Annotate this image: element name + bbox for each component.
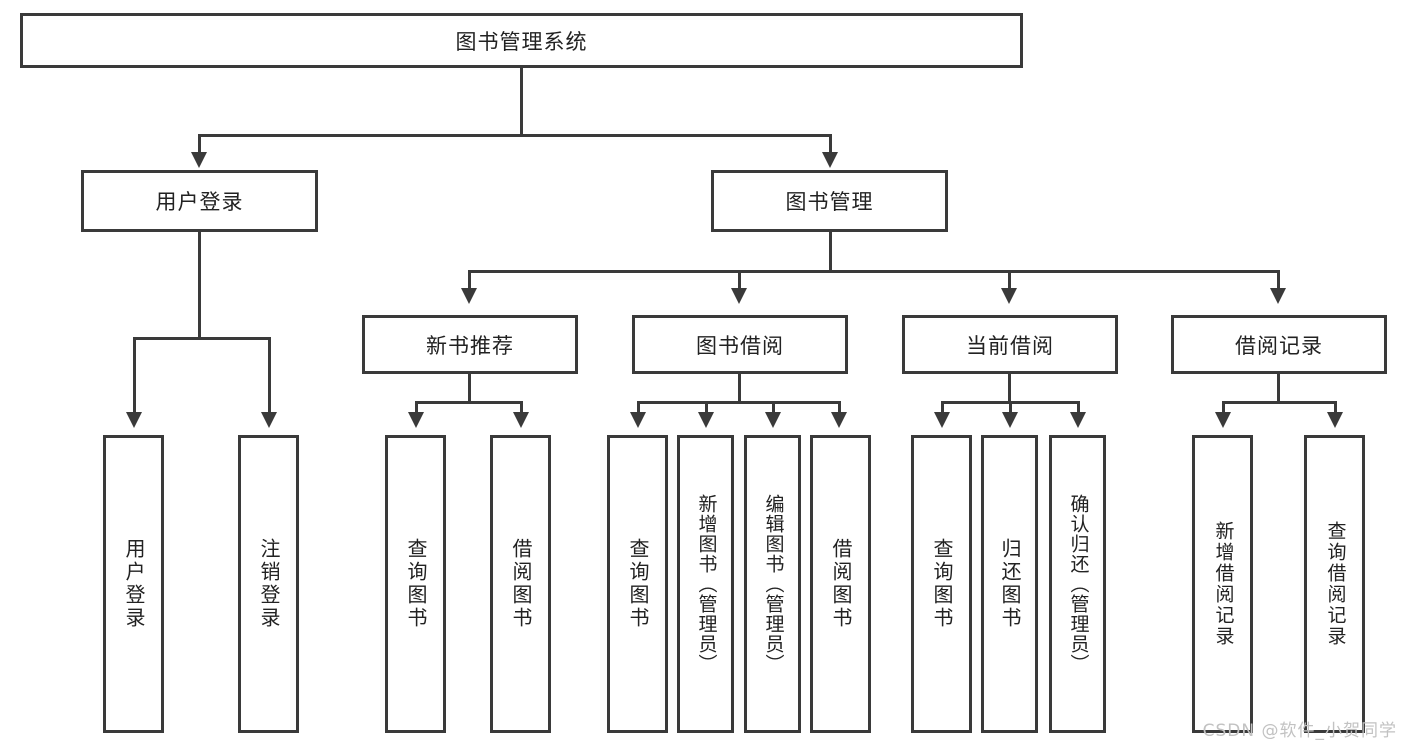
node-borrow-record[interactable]: 借阅记录	[1171, 315, 1387, 374]
arrow-newbook-to-leaf-1	[408, 412, 424, 428]
arrow-user-login-to-leaf-1	[126, 412, 142, 428]
connector-bm-to-borrow-record	[1277, 270, 1280, 292]
connector-newbook-to-leaf-1	[415, 401, 418, 415]
arrow-newbook-to-leaf-2	[513, 412, 529, 428]
arrow-br-to-leaf-2	[1327, 412, 1343, 428]
connector-user-login-stem	[198, 232, 201, 340]
leaf-new-book-query[interactable]: 查询图书	[385, 435, 446, 733]
connector-book-management-stem	[829, 232, 832, 272]
leaf-book-borrow-borrow[interactable]: 借阅图书	[810, 435, 871, 733]
arrow-bm-to-book-borrow	[731, 288, 747, 304]
node-label: 查询图书	[930, 538, 954, 630]
leaf-user-login-logout[interactable]: 注销登录	[238, 435, 299, 733]
node-new-book-recommend[interactable]: 新书推荐	[362, 315, 578, 374]
node-label: 注销登录	[257, 538, 281, 630]
connector-book-management-bar	[468, 270, 1280, 273]
arrow-user-login-to-leaf-2	[261, 412, 277, 428]
leaf-borrow-record-add[interactable]: 新增借阅记录	[1192, 435, 1253, 733]
connector-current-borrow-stem	[1008, 374, 1011, 404]
connector-br-to-leaf-1	[1222, 401, 1225, 415]
node-label: 查询借阅记录	[1324, 521, 1347, 647]
node-label: 借阅图书	[829, 538, 853, 630]
arrow-root-to-book-management	[822, 152, 838, 168]
connector-root-to-book-management	[829, 134, 832, 156]
connector-new-book-stem	[468, 374, 471, 404]
connector-root-to-user-login	[198, 134, 201, 156]
node-label: 确认归还（管理员）	[1067, 494, 1090, 674]
node-label: 图书管理	[785, 190, 874, 214]
node-book-borrow[interactable]: 图书借阅	[632, 315, 848, 374]
connector-user-login-to-leaf-2	[268, 337, 271, 415]
arrow-cb-to-leaf-2	[1002, 412, 1018, 428]
node-label: 归还图书	[998, 538, 1022, 630]
node-label: 新增图书（管理员）	[695, 494, 718, 674]
leaf-borrow-record-query[interactable]: 查询借阅记录	[1304, 435, 1365, 733]
connector-root-stem	[520, 68, 523, 136]
arrow-br-to-leaf-1	[1215, 412, 1231, 428]
arrow-bb-to-leaf-4	[831, 412, 847, 428]
connector-book-borrow-bar	[637, 401, 841, 404]
arrow-bb-to-leaf-1	[630, 412, 646, 428]
connector-bm-to-current-borrow	[1008, 270, 1011, 292]
arrow-bb-to-leaf-3	[765, 412, 781, 428]
arrow-cb-to-leaf-3	[1070, 412, 1086, 428]
node-label: 用户登录	[155, 190, 244, 214]
connector-bb-to-leaf-3	[772, 401, 775, 415]
connector-cb-to-leaf-3	[1077, 401, 1080, 415]
leaf-current-borrow-confirm-return[interactable]: 确认归还（管理员）	[1049, 435, 1106, 733]
node-label: 查询图书	[404, 538, 428, 630]
leaf-current-borrow-query[interactable]: 查询图书	[911, 435, 972, 733]
arrow-bm-to-new-book	[461, 288, 477, 304]
arrow-bm-to-borrow-record	[1270, 288, 1286, 304]
connector-borrow-record-bar	[1222, 401, 1337, 404]
leaf-new-book-borrow[interactable]: 借阅图书	[490, 435, 551, 733]
leaf-user-login-login[interactable]: 用户登录	[103, 435, 164, 733]
node-label: 借阅记录	[1235, 333, 1323, 358]
arrow-bm-to-current-borrow	[1001, 288, 1017, 304]
arrow-bb-to-leaf-2	[698, 412, 714, 428]
leaf-book-borrow-edit[interactable]: 编辑图书（管理员）	[744, 435, 801, 733]
connector-bb-to-leaf-1	[637, 401, 640, 415]
node-user-login[interactable]: 用户登录	[81, 170, 318, 232]
node-label: 图书借阅	[696, 333, 784, 358]
arrow-cb-to-leaf-1	[934, 412, 950, 428]
node-label: 图书管理系统	[455, 29, 588, 54]
node-label: 用户登录	[122, 538, 146, 630]
node-root-book-management-system[interactable]: 图书管理系统	[20, 13, 1023, 68]
connector-bm-to-new-book	[468, 270, 471, 292]
node-current-borrow[interactable]: 当前借阅	[902, 315, 1118, 374]
leaf-current-borrow-return[interactable]: 归还图书	[981, 435, 1038, 733]
connector-newbook-to-leaf-2	[520, 401, 523, 415]
connector-root-bar	[198, 134, 832, 137]
connector-borrow-record-stem	[1277, 374, 1280, 404]
connector-new-book-bar	[415, 401, 523, 404]
connector-bb-to-leaf-2	[705, 401, 708, 415]
connector-user-login-to-leaf-1	[133, 337, 136, 415]
node-label: 新增借阅记录	[1212, 521, 1235, 647]
connector-book-borrow-stem	[738, 374, 741, 404]
leaf-book-borrow-add[interactable]: 新增图书（管理员）	[677, 435, 734, 733]
arrow-root-to-user-login	[191, 152, 207, 168]
node-label: 编辑图书（管理员）	[762, 494, 785, 674]
node-label: 当前借阅	[966, 333, 1054, 358]
node-label: 新书推荐	[426, 333, 514, 358]
node-book-management[interactable]: 图书管理	[711, 170, 948, 232]
leaf-book-borrow-query[interactable]: 查询图书	[607, 435, 668, 733]
connector-bb-to-leaf-4	[838, 401, 841, 415]
connector-cb-to-leaf-2	[1009, 401, 1012, 415]
connector-bm-to-book-borrow	[738, 270, 741, 292]
node-label: 查询图书	[626, 538, 650, 630]
connector-br-to-leaf-2	[1334, 401, 1337, 415]
connector-cb-to-leaf-1	[941, 401, 944, 415]
node-label: 借阅图书	[509, 538, 533, 630]
connector-user-login-bar	[133, 337, 268, 340]
